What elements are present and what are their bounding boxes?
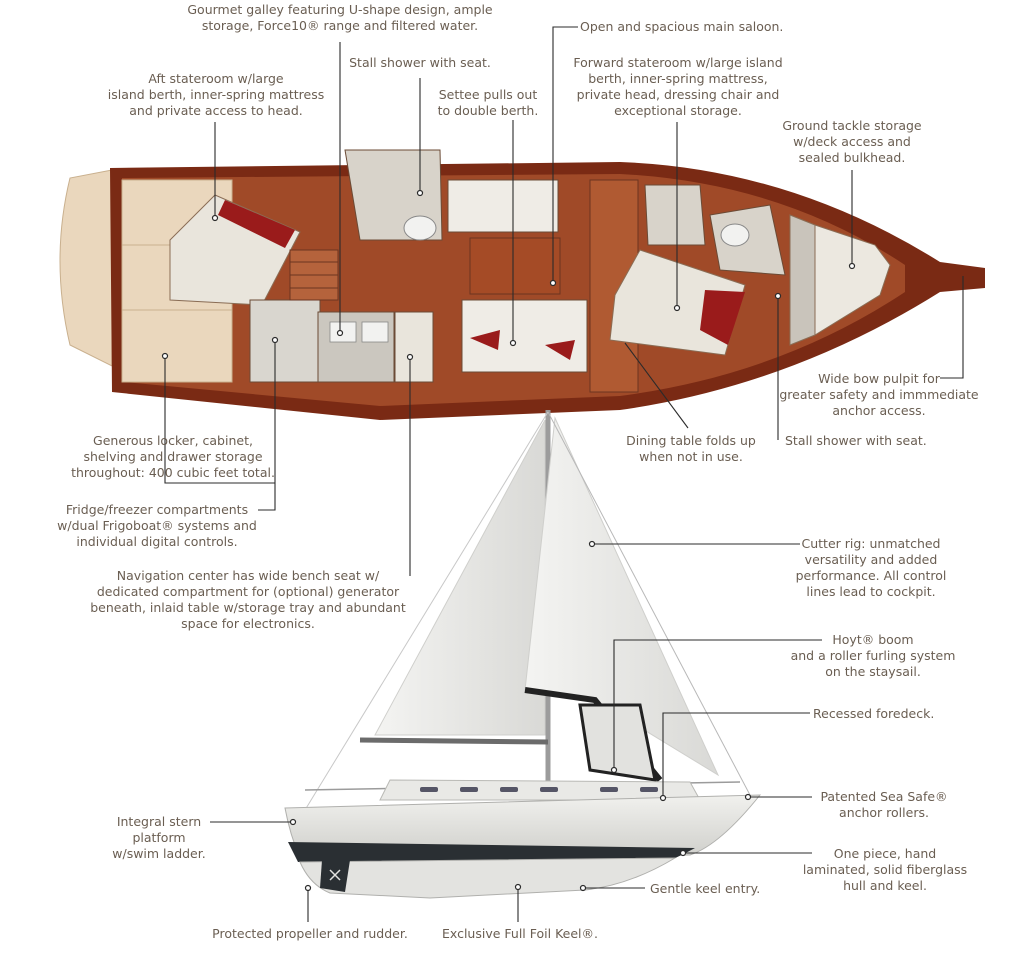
leader-dots xyxy=(161,189,856,892)
label-cutter-rig: Cutter rig: unmatched versatility and ad… xyxy=(795,536,947,599)
label-hoyt-boom: Hoyt® boom and a roller furling system o… xyxy=(790,632,956,679)
label-keel-entry: Gentle keel entry. xyxy=(650,881,761,896)
boot-stripe xyxy=(288,842,695,862)
label-dining-table: Dining table folds up when not in use. xyxy=(626,433,756,464)
label-anchor-rollers: Patented Sea Safe® anchor rollers. xyxy=(820,789,948,820)
label-stall-shower-top: Stall shower with seat. xyxy=(349,55,491,70)
forward-head xyxy=(644,184,706,246)
label-forward-stateroom: Forward stateroom w/large island berth, … xyxy=(573,55,783,118)
label-galley: Gourmet galley featuring U-shape design,… xyxy=(187,2,493,33)
label-ground-tackle: Ground tackle storage w/deck access and … xyxy=(782,118,922,165)
staysail xyxy=(578,703,657,782)
label-foredeck: Recessed foredeck. xyxy=(813,706,935,721)
label-settee: Settee pulls out to double berth. xyxy=(437,87,539,118)
label-stern-platform: Integral stern platform w/swim ladder. xyxy=(112,814,206,861)
label-full-foil-keel: Exclusive Full Foil Keel®. xyxy=(442,926,598,941)
label-hull: One piece, hand laminated, solid fibergl… xyxy=(802,846,968,893)
keel xyxy=(299,857,677,899)
label-saloon: Open and spacious main saloon. xyxy=(580,19,784,34)
label-fridge: Fridge/freezer compartments w/dual Frigo… xyxy=(57,502,257,549)
stern-deck xyxy=(59,169,113,367)
label-navigation: Navigation center has wide bench seat w/… xyxy=(90,568,406,631)
saloon-settee-top xyxy=(447,179,559,233)
hull-profile xyxy=(284,794,762,859)
nav-station xyxy=(394,311,434,383)
label-stall-shower-right: Stall shower with seat. xyxy=(785,433,927,448)
label-propeller: Protected propeller and rudder. xyxy=(212,926,408,941)
saloon-table xyxy=(469,237,561,295)
label-aft-stateroom: Aft stateroom w/large island berth, inne… xyxy=(107,71,325,118)
sailboat xyxy=(284,410,762,899)
leader-lines xyxy=(164,26,964,922)
label-locker: Generous locker, cabinet, shelving and d… xyxy=(71,433,275,480)
label-bow-pulpit: Wide bow pulpit for greater safety and i… xyxy=(779,371,979,418)
galley xyxy=(249,299,321,383)
